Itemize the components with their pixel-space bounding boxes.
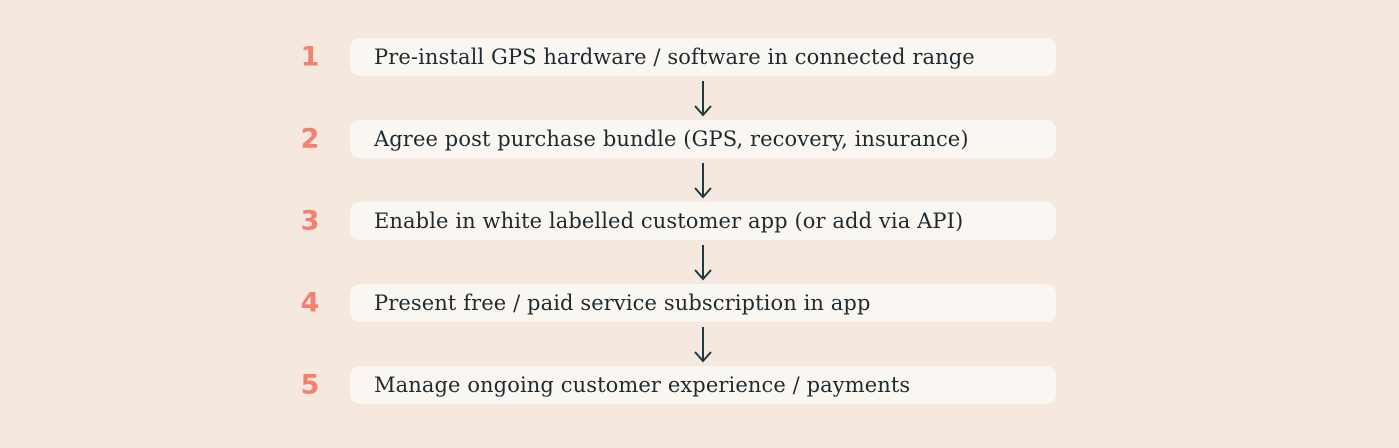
arrow-wrap: [350, 322, 1056, 366]
step-box: Present free / paid service subscription…: [350, 284, 1056, 322]
step-number: 2: [300, 123, 320, 155]
step-box: Manage ongoing customer experience / pay…: [350, 366, 1056, 404]
step-box: Pre-install GPS hardware / software in c…: [350, 38, 1056, 76]
step-number: 4: [300, 287, 320, 319]
arrow-down-icon: [694, 326, 712, 363]
step-label: Present free / paid service subscription…: [374, 291, 871, 315]
flow-step-1: 1 Pre-install GPS hardware / software in…: [301, 38, 1056, 76]
arrow-down-icon: [694, 162, 712, 199]
flow-step-2: 2 Agree post purchase bundle (GPS, recov…: [301, 120, 1056, 158]
step-box: Agree post purchase bundle (GPS, recover…: [350, 120, 1056, 158]
step-number: 3: [300, 205, 320, 237]
arrow-wrap: [350, 240, 1056, 284]
step-label: Pre-install GPS hardware / software in c…: [374, 45, 975, 69]
arrow-down-icon: [694, 244, 712, 281]
step-number: 1: [300, 41, 320, 73]
step-number: 5: [300, 369, 320, 401]
step-label: Agree post purchase bundle (GPS, recover…: [374, 127, 969, 151]
arrow-down-icon: [694, 80, 712, 117]
arrow-wrap: [350, 158, 1056, 202]
flow-step-4: 4 Present free / paid service subscripti…: [301, 284, 1056, 322]
step-label: Enable in white labelled customer app (o…: [374, 209, 964, 233]
step-label: Manage ongoing customer experience / pay…: [374, 373, 911, 397]
flow-step-5: 5 Manage ongoing customer experience / p…: [301, 366, 1056, 404]
arrow-wrap: [350, 76, 1056, 120]
step-box: Enable in white labelled customer app (o…: [350, 202, 1056, 240]
flow-step-3: 3 Enable in white labelled customer app …: [301, 202, 1056, 240]
flow-column: 1 Pre-install GPS hardware / software in…: [301, 38, 1056, 404]
